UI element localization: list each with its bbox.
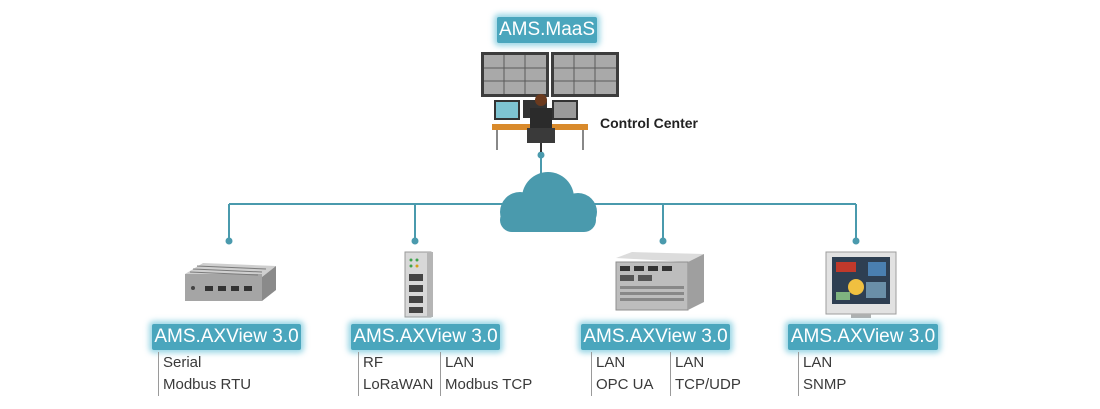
cloud-icon	[500, 172, 597, 232]
device-4-protocol-2: SNMP	[803, 376, 847, 393]
device-1-protocols: Serial Modbus RTU	[158, 352, 251, 396]
drop-dot-2	[411, 237, 419, 245]
device-3-protocols-b: LAN TCP/UDP	[670, 352, 741, 396]
device-2-protocol-2: LoRaWAN	[363, 376, 434, 393]
maas-title: AMS.MaaS	[497, 17, 597, 43]
device-3-protocol-1: LAN	[596, 354, 626, 371]
uplink-dot	[537, 151, 545, 159]
device-3-protocol-4: TCP/UDP	[675, 376, 741, 393]
device-4-protocol-1: LAN	[803, 354, 833, 371]
control-center-label: Control Center	[600, 115, 698, 131]
device-3-title: AMS.AXView 3.0	[581, 324, 730, 350]
device-2-protocol-3: LAN	[445, 354, 475, 371]
device-2-title: AMS.AXView 3.0	[351, 324, 500, 350]
device-4-title: AMS.AXView 3.0	[788, 324, 938, 350]
embedded-box-pc-icon	[615, 252, 704, 311]
device-2-protocols-b: LAN Modbus TCP	[440, 352, 532, 396]
device-2-protocols-a: RF LoRaWAN	[358, 352, 433, 396]
touch-panel-pc-icon	[825, 251, 897, 318]
device-1-title: AMS.AXView 3.0	[152, 324, 301, 350]
drop-dot-4	[852, 237, 860, 245]
device-3-protocols-a: LAN OPC UA	[591, 352, 654, 396]
drop-dot-3	[659, 237, 667, 245]
device-1-protocol-2: Modbus RTU	[163, 376, 252, 393]
device-4-protocols: LAN SNMP	[798, 352, 846, 396]
device-3-protocol-3: LAN	[675, 354, 705, 371]
din-rail-gateway-icon	[404, 251, 433, 318]
device-3-protocol-2: OPC UA	[596, 376, 654, 393]
drop-dot-1	[225, 237, 233, 245]
control-center-icon	[481, 52, 619, 152]
device-1-protocol-1: Serial	[163, 354, 202, 371]
fanless-embedded-pc-icon	[185, 263, 276, 301]
device-2-protocol-1: RF	[363, 354, 383, 371]
device-2-protocol-4: Modbus TCP	[445, 376, 533, 393]
